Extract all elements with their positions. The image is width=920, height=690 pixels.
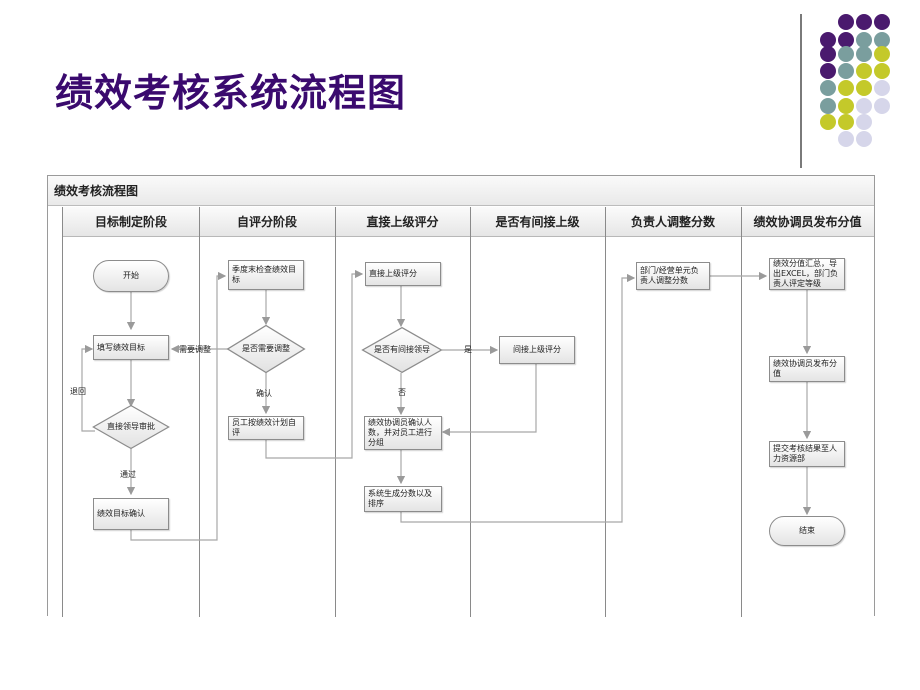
node-has-indirect: 是否有间接领导 (361, 326, 443, 374)
lane-divider (199, 207, 200, 617)
decorative-dot (820, 46, 836, 62)
flowchart-header: 绩效考核流程图 (48, 176, 874, 206)
node-coordinator-confirm: 绩效协调员确认人数，并对员工进行分组 (364, 416, 442, 450)
edge-system-to-dept (400, 273, 636, 523)
node-start: 开始 (93, 260, 169, 292)
edge-label-need-adjust: 需要调整 (179, 345, 211, 354)
node-indirect-score: 间接上级评分 (499, 336, 575, 364)
decorative-dot (856, 131, 872, 147)
node-system-rank: 系统生成分数以及排序 (364, 486, 442, 512)
decorative-dot (856, 46, 872, 62)
flow-connectors (81, 269, 812, 541)
decorative-dot (874, 14, 890, 30)
title-divider (800, 14, 802, 168)
edge-indirect-to-coordinator (441, 364, 537, 437)
decorative-dot (820, 32, 836, 48)
lane-divider (335, 207, 336, 617)
lane-divider (741, 207, 742, 617)
decorative-dot (856, 63, 872, 79)
edge-label-passed: 通过 (120, 470, 136, 479)
lane-direct-superior: 直接上级评分 (335, 207, 470, 237)
decorative-dot (856, 114, 872, 130)
decorative-dot (820, 98, 836, 114)
edge-label-no: 否 (398, 388, 406, 397)
decorative-dot (838, 63, 854, 79)
decorative-dot (856, 32, 872, 48)
node-end: 结束 (769, 516, 845, 546)
node-fill-goal: 填写绩效目标 (93, 335, 169, 360)
lane-goal-setting: 目标制定阶段 (63, 207, 199, 237)
node-need-adjust: 是否需要调整 (226, 324, 306, 374)
decorative-dot (874, 63, 890, 79)
decorative-dot (856, 80, 872, 96)
node-goal-confirm: 绩效目标确认 (93, 498, 169, 530)
edge-confirm-to-quarter (130, 271, 227, 541)
decorative-dot (838, 80, 854, 96)
lane-self-scoring: 自评分阶段 (199, 207, 335, 237)
node-quarter-check: 季度末检查绩效目标 (228, 260, 304, 290)
node-submit-hr: 提交考核结果至人力资源部 (769, 441, 845, 467)
flowchart-frame: 绩效考核流程图 目标制定阶段 自评分阶段 直接上级评分 是否有间接上级 负责人调… (47, 175, 875, 617)
edge-selfeval-to-direct (265, 269, 364, 459)
decorative-dot (838, 131, 854, 147)
decorative-dot (820, 114, 836, 130)
decorative-dot (838, 46, 854, 62)
decorative-dot (874, 32, 890, 48)
edge-label-yes: 是 (464, 345, 472, 354)
decorative-dot (820, 63, 836, 79)
lane-divider (605, 207, 606, 617)
node-direct-approve: 直接领导审批 (92, 404, 170, 450)
node-self-eval: 员工按绩效计划自评 (228, 416, 304, 440)
lane-indirect-superior: 是否有间接上级 (470, 207, 605, 237)
lane-divider (470, 207, 471, 617)
decorative-dot (874, 46, 890, 62)
edge-label-back: 退回 (70, 387, 86, 396)
decorative-dot (838, 32, 854, 48)
lane-head-adjust: 负责人调整分数 (605, 207, 741, 237)
node-summary-export: 绩效分值汇总，导出EXCEL，部门负责人评定等级 (769, 258, 845, 290)
decorative-dot (856, 98, 872, 114)
decorative-dot (838, 14, 854, 30)
node-direct-score: 直接上级评分 (365, 262, 441, 286)
node-publish: 绩效协调员发布分值 (769, 356, 845, 382)
lane-coordinator-publish: 绩效协调员发布分值 (741, 207, 874, 237)
decorative-dot (874, 80, 890, 96)
decorative-dot (820, 80, 836, 96)
slide-title: 绩效考核系统流程图 (55, 71, 407, 115)
decorative-dot (856, 14, 872, 30)
decorative-dot (874, 98, 890, 114)
edge-back-loop (81, 344, 95, 432)
edge-label-confirm: 确认 (256, 389, 272, 398)
decorative-dot (838, 98, 854, 114)
decorative-dot (838, 114, 854, 130)
node-dept-adjust: 部门/经营单元负责人调整分数 (636, 262, 710, 290)
left-strip-divider (62, 207, 63, 617)
